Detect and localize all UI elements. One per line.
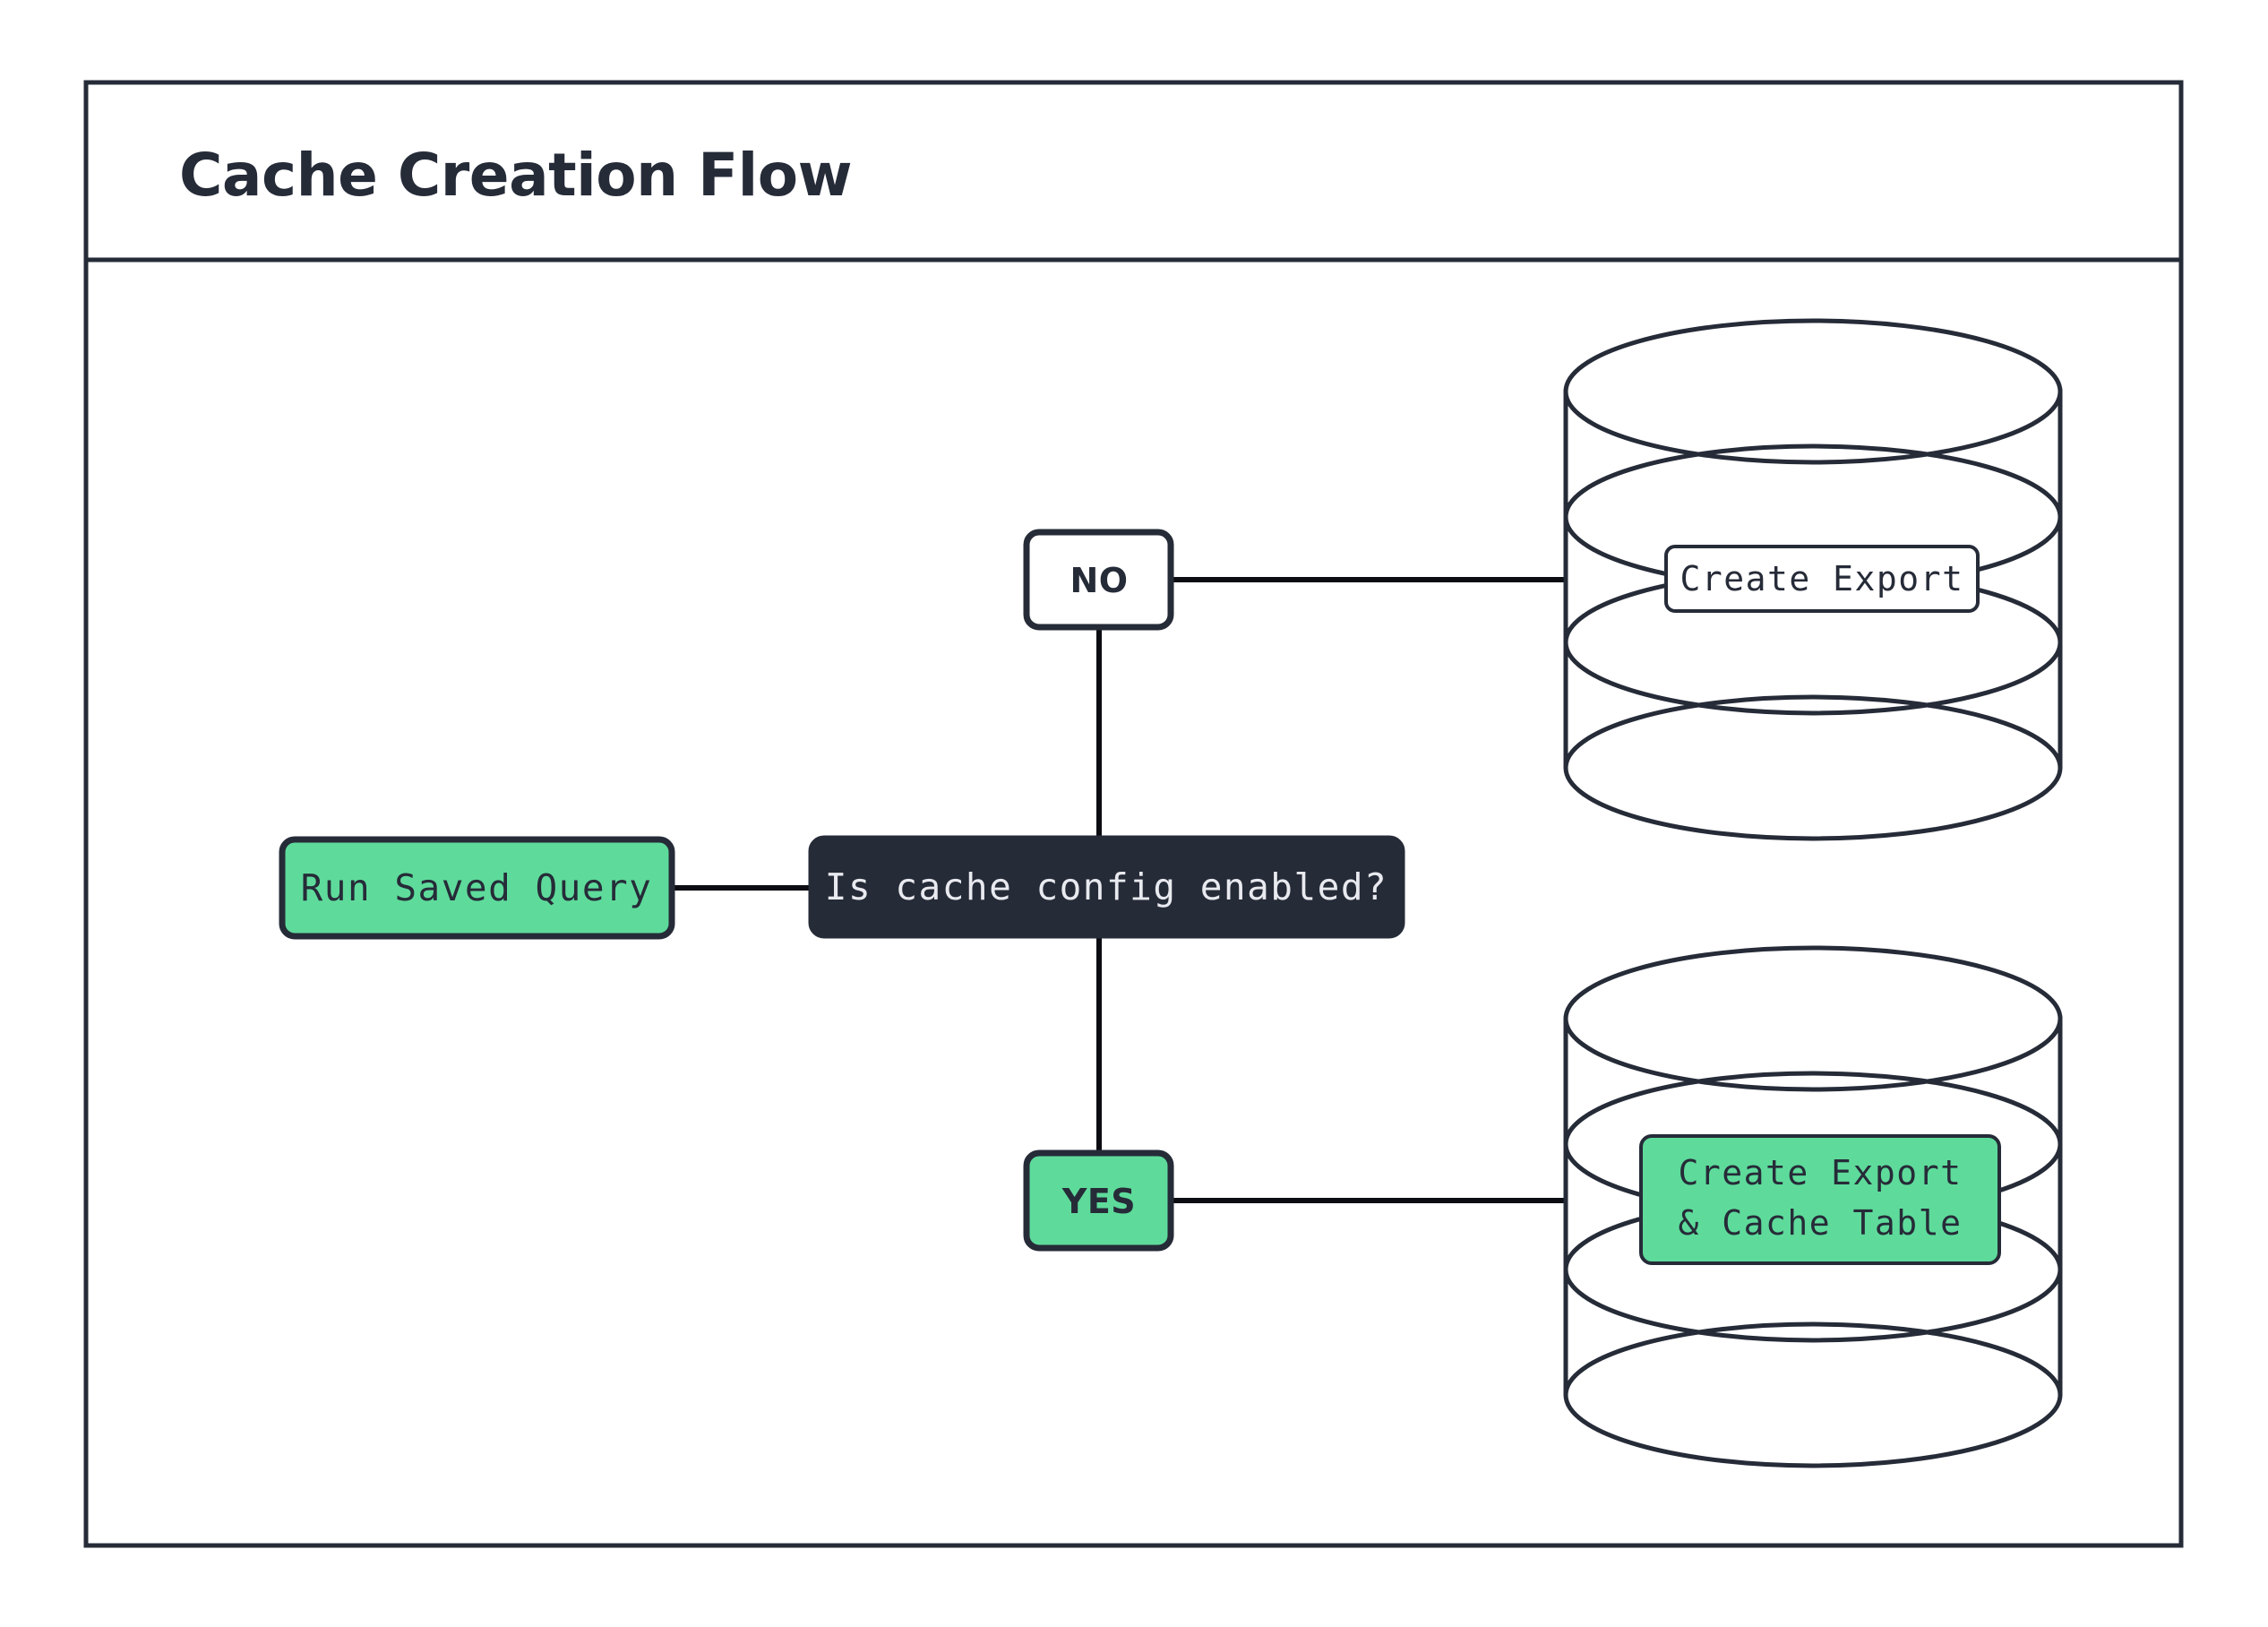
node-is-cache-config-enabled[interactable]: Is cache config enabled? bbox=[808, 835, 1405, 939]
node-label-branch-no: NO bbox=[1070, 561, 1128, 600]
database-cylinder-export-cache-store[interactable]: Create Export & Cache Table bbox=[1563, 945, 2063, 1468]
node-label-branch-yes: YES bbox=[1061, 1182, 1136, 1221]
cylinder-label-export-store: Create Export bbox=[1680, 559, 1964, 598]
node-shape[interactable] bbox=[1023, 1149, 1174, 1252]
cylinder-top-disk bbox=[1563, 318, 2063, 465]
node-run-saved-query[interactable]: Run Saved Query bbox=[279, 836, 675, 940]
node-branch-yes[interactable]: YES bbox=[1023, 1149, 1174, 1252]
cylinder-label-export-cache-line-1: Create Export bbox=[1679, 1153, 1963, 1192]
database-cylinder-export-store[interactable]: Create Export bbox=[1563, 318, 2063, 841]
node-label-is-cache-config-enabled: Is cache config enabled? bbox=[825, 865, 1387, 908]
cylinder-label-box[interactable] bbox=[1664, 545, 1980, 613]
node-branch-no[interactable]: NO bbox=[1023, 529, 1174, 631]
cylinder-label-export-cache-line-2: & Cache Table bbox=[1679, 1203, 1963, 1243]
cylinder-top-disk bbox=[1563, 945, 2063, 1092]
node-shape[interactable] bbox=[1023, 529, 1174, 631]
cylinder-disk-arc-1 bbox=[1563, 1071, 2063, 1147]
node-shape[interactable] bbox=[808, 835, 1405, 939]
cylinder-label-box[interactable] bbox=[1639, 1134, 2001, 1265]
cylinder-disk-divider-2 bbox=[1563, 640, 2063, 716]
node-shape[interactable] bbox=[279, 836, 675, 940]
cylinder-disk-arc-1 bbox=[1563, 443, 2063, 520]
node-label-run-saved-query: Run Saved Query bbox=[301, 866, 653, 909]
cylinder-disk-arc-3 bbox=[1563, 694, 2063, 770]
cylinder-disk-arc-3 bbox=[1563, 1321, 2063, 1398]
cylinder-body bbox=[1563, 389, 2063, 841]
cylinder-disk-divider-2 bbox=[1563, 1267, 2063, 1343]
page-title: Cache Creation Flow bbox=[179, 141, 852, 210]
